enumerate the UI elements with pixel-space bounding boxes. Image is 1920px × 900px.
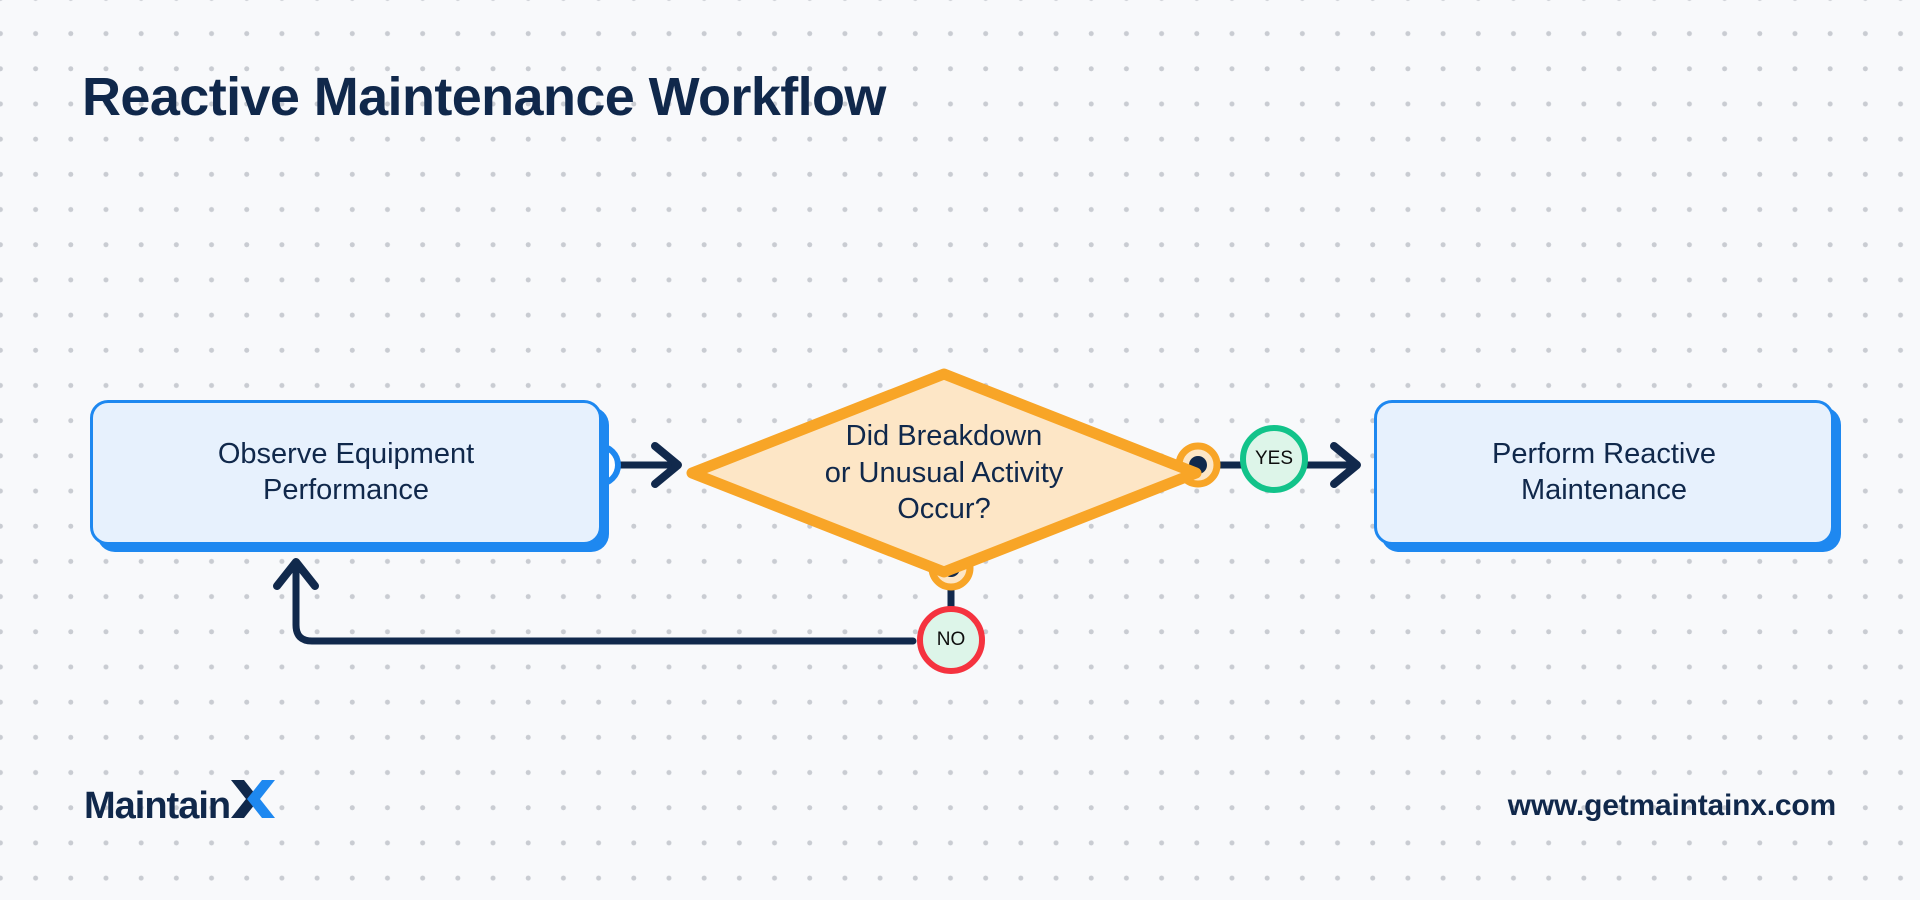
website-url: www.getmaintainx.com: [1507, 789, 1836, 822]
page-title: Reactive Maintenance Workflow: [82, 67, 886, 127]
diamond-shape: [686, 368, 1202, 578]
node-decision-breakdown-occurred[interactable]: Did Breakdown or Unusual Activity Occur?: [686, 368, 1202, 578]
node-label: Observe Equipment Performance: [217, 438, 475, 506]
branch-badge-yes[interactable]: YES: [1240, 425, 1308, 493]
logo-x-mark: [231, 780, 276, 818]
branch-badge-no[interactable]: NO: [917, 606, 985, 674]
logo-wordmark: Maintain: [84, 785, 231, 827]
branch-badge-no-label: NO: [936, 629, 966, 650]
branch-badge-yes-label: YES: [1254, 448, 1294, 469]
maintainx-logo: Maintain: [84, 780, 276, 828]
node-perform-reactive-maintenance[interactable]: Perform Reactive Maintenance: [1374, 400, 1834, 545]
edge-no-loop-back: [273, 558, 917, 645]
node-label: Perform Reactive Maintenance: [1491, 438, 1716, 506]
edge-yes-to-perform: [1306, 442, 1361, 488]
node-observe-equipment-performance[interactable]: Observe Equipment Performance: [90, 400, 602, 545]
